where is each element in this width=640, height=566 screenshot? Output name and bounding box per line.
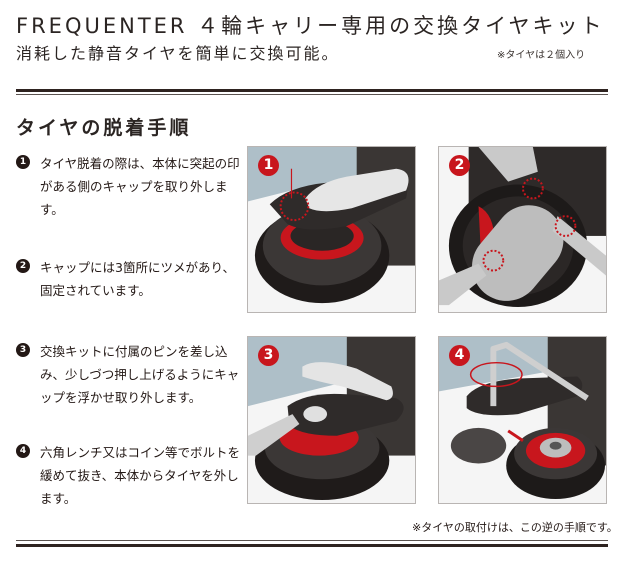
step-text: タイヤ脱着の際は、本体に突起の印がある側のキャップを取り外します。	[40, 156, 240, 217]
step-number-icon: 1	[16, 155, 30, 169]
illustration-step-3: 3	[247, 336, 416, 504]
step-number-icon: 4	[16, 444, 30, 458]
divider-thin-line	[16, 94, 608, 95]
reinstall-note: ※タイヤの取付けは、この逆の手順です。	[412, 521, 618, 534]
step-number-icon: 3	[16, 343, 30, 357]
step-badge-icon: 1	[258, 155, 279, 176]
cap-claws-illustration	[439, 147, 606, 312]
page-subtitle: 消耗した静音タイヤを簡単に交換可能。	[16, 44, 340, 63]
footer-divider	[16, 540, 608, 548]
pin-lifting-cap-illustration	[248, 337, 415, 503]
divider-thin-line	[16, 540, 608, 541]
step-badge-icon: 4	[449, 345, 470, 366]
illustration-step-1: 1	[247, 146, 416, 313]
illustration-step-4: 4	[438, 336, 607, 504]
step-text: 六角レンチ又はコイン等でボルトを緩めて抜き、本体からタイヤを外します。	[40, 445, 241, 506]
page-title: FREQUENTER ４輪キャリー専用の交換タイヤキット	[16, 14, 605, 38]
step-text: 交換キットに付属のピンを差し込み、少しづつ押し上げるようにキャップを浮かせ取り外…	[40, 344, 240, 405]
section-title: タイヤの脱着手順	[16, 117, 192, 139]
divider-thick-line	[16, 544, 608, 547]
quantity-note: ※タイヤは２個入り	[497, 50, 586, 61]
step-number-icon: 2	[16, 259, 30, 273]
illustration-step-2: 2	[438, 146, 607, 313]
step-badge-icon: 2	[449, 155, 470, 176]
step-text: キャップには3箇所にツメがあり、固定されています。	[40, 260, 235, 298]
caster-wheel-illustration	[248, 147, 415, 312]
hex-wrench-removing-tire-illustration	[439, 337, 606, 503]
step-badge-icon: 3	[258, 345, 279, 366]
header-divider	[16, 89, 608, 96]
divider-thick-line	[16, 89, 608, 92]
